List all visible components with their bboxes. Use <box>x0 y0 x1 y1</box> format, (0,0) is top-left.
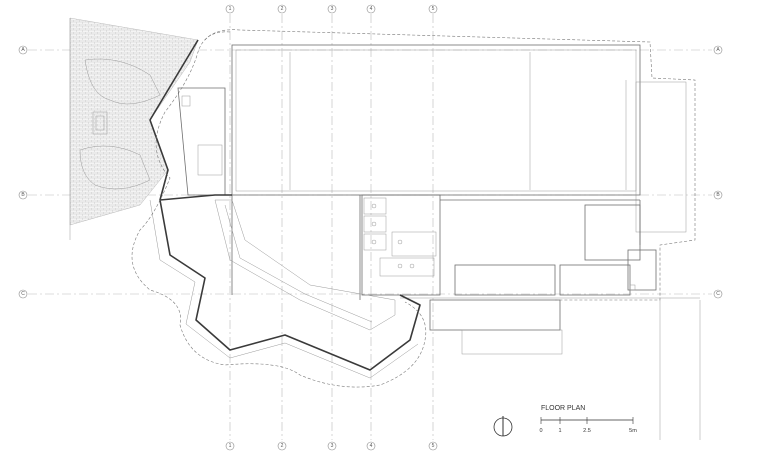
svg-text:1: 1 <box>229 443 232 449</box>
scale-bar: 0 1 2.5 5m <box>539 417 637 434</box>
building-walls <box>177 29 701 440</box>
grid-bubble: A <box>18 45 28 55</box>
scale-label: 1 <box>558 428 561 434</box>
grid-bubble: B <box>713 190 723 200</box>
grid-bubble: 4 <box>366 441 376 451</box>
grid-bubbles-bottom: 1 2 3 4 5 <box>225 441 438 451</box>
hatched-terrace <box>69 17 199 240</box>
landscape-boundary <box>131 31 427 388</box>
grid-bubble: 2 <box>277 441 287 451</box>
grid-bubble: 2 <box>277 4 287 14</box>
svg-text:C: C <box>716 291 720 297</box>
grid-bubble: C <box>713 289 723 299</box>
svg-text:5: 5 <box>432 443 435 449</box>
plan-title: FLOOR PLAN <box>541 405 585 412</box>
grid-bubble: 1 <box>225 441 235 451</box>
grid-bubble: A <box>713 45 723 55</box>
svg-text:C: C <box>21 291 25 297</box>
grid-bubbles-right: A B C <box>713 45 723 299</box>
grid-bubble: 3 <box>327 4 337 14</box>
svg-text:2: 2 <box>281 443 284 449</box>
svg-text:3: 3 <box>331 443 334 449</box>
svg-text:2: 2 <box>281 6 284 12</box>
scale-label: 0 <box>539 428 542 434</box>
grid-bubbles-top: 1 2 3 4 5 <box>225 4 438 14</box>
scale-label: 5m <box>629 428 637 434</box>
grid-bubble: 5 <box>428 4 438 14</box>
grid-bubbles-left: A B C <box>18 45 28 299</box>
grid-bubble: C <box>18 289 28 299</box>
grid-bubble: 4 <box>366 4 376 14</box>
zigzag-facade <box>149 39 421 379</box>
grid-bubble: 3 <box>327 441 337 451</box>
grid-bubble: 1 <box>225 4 235 14</box>
svg-text:A: A <box>21 47 25 53</box>
svg-text:A: A <box>716 47 720 53</box>
svg-text:4: 4 <box>370 443 373 449</box>
svg-text:B: B <box>21 192 25 198</box>
svg-text:B: B <box>716 192 720 198</box>
grid-bubble: 5 <box>428 441 438 451</box>
scale-label: 2.5 <box>583 428 591 434</box>
svg-text:5: 5 <box>432 6 435 12</box>
grid-bubble: B <box>18 190 28 200</box>
svg-text:1: 1 <box>229 6 232 12</box>
svg-text:4: 4 <box>370 6 373 12</box>
north-arrow-icon <box>493 416 513 437</box>
svg-text:3: 3 <box>331 6 334 12</box>
